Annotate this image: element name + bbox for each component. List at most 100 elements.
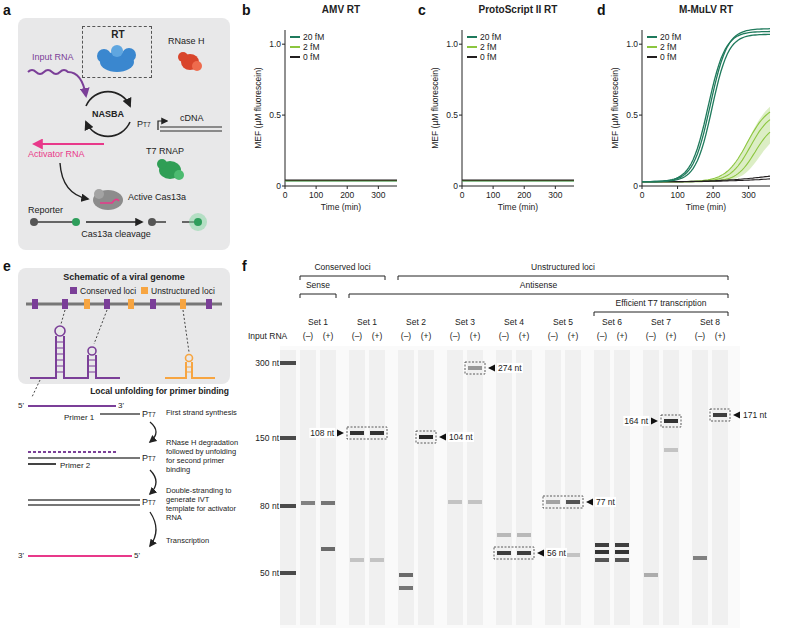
- panel-e-art: [28, 500, 140, 505]
- axis-tick: [282, 44, 285, 45]
- data-line: [285, 180, 397, 181]
- tick-label: 1.0: [269, 39, 281, 49]
- primer-label: Primer 1: [64, 413, 94, 423]
- lane-label: (–): [450, 331, 460, 341]
- gel-band: [419, 435, 433, 439]
- set-label: Set 8: [700, 317, 720, 327]
- axis-tick: [639, 44, 642, 45]
- axis-tick: [459, 44, 462, 45]
- set-label: Set 4: [504, 317, 524, 327]
- panel-e-art: [18, 268, 230, 384]
- axis-tick: [677, 186, 678, 189]
- gel-band: [370, 558, 384, 562]
- panel-e-art: [186, 355, 193, 362]
- axis-title: Time (min): [686, 202, 726, 212]
- axis-tick: [282, 115, 285, 116]
- primer-label: Primer 2: [60, 461, 90, 471]
- cas13a-enzyme: [93, 190, 123, 210]
- t7-rnap-enzyme: [157, 159, 184, 180]
- lane-label: (–): [646, 331, 656, 341]
- panel-letter: c: [418, 2, 426, 19]
- lane-label: (–): [401, 331, 411, 341]
- ladder-label: 150 nt: [255, 433, 279, 443]
- tick-label: 1.0: [446, 39, 458, 49]
- panel-a-art: [86, 92, 130, 106]
- band-size: 164 nt: [623, 416, 649, 426]
- gel-band: [468, 500, 482, 504]
- legend-label: 20 fM: [660, 32, 681, 42]
- ladder-band: [280, 571, 296, 575]
- lane-label: (–): [352, 331, 362, 341]
- gel-lane: [349, 350, 365, 625]
- panel-e-art: [55, 326, 65, 336]
- rt-enzyme: [122, 48, 136, 62]
- legend-swatch: [70, 287, 77, 294]
- lane-label: (+): [372, 331, 383, 341]
- axis-tick: [713, 186, 714, 189]
- group-header: Efficient T7 transcription: [616, 298, 707, 308]
- panel-e-art: [180, 299, 186, 309]
- legend-label: 2 fM: [480, 42, 497, 52]
- panel-e-art: [186, 367, 192, 372]
- gel-band: [713, 413, 727, 417]
- chart-axis: [285, 30, 397, 186]
- data-line: [642, 132, 770, 182]
- group-header: Sense: [306, 280, 330, 290]
- gel-band: [595, 558, 609, 562]
- gel-band: [615, 558, 629, 562]
- band-box: [543, 496, 583, 508]
- strand-end: 3': [118, 401, 124, 411]
- panel-a-art: [86, 122, 130, 136]
- panel-e-art: [150, 422, 156, 442]
- axis-tick: [462, 186, 463, 189]
- legend-swatch: [141, 287, 148, 294]
- panel-a-art: [30, 218, 38, 226]
- legend-label: Conserved loci: [80, 285, 136, 295]
- band-box: [494, 547, 534, 559]
- lane-label: (+): [470, 331, 481, 341]
- ladder-label: 300 nt: [255, 358, 279, 368]
- strand-end: 5': [134, 551, 140, 561]
- step-text: First strand synthesis: [166, 408, 240, 417]
- gel-band: [350, 431, 364, 435]
- gel-lane: [320, 350, 336, 625]
- panel-e-art: [28, 405, 116, 407]
- rnase-h-enzyme: [178, 52, 188, 62]
- axis-title: MEF (µM fluorescein): [253, 67, 263, 148]
- gel-lane: [418, 350, 434, 625]
- schematic-panel: Input RNARNase HNASBAPT7cDNAActivator RN…: [18, 18, 230, 250]
- group-bracket: [300, 294, 336, 298]
- panel-e-art: [61, 310, 189, 352]
- promoter-label: PT7: [137, 119, 151, 130]
- group-bracket: [594, 312, 728, 316]
- tick-label: 0: [640, 190, 645, 200]
- ladder-label: 50 nt: [260, 568, 279, 578]
- chart-title: AMV RT: [322, 4, 360, 16]
- band-pointer: [337, 430, 344, 437]
- tick-label: 0: [460, 190, 465, 200]
- genome-panel: Schematic of a viral genome: [18, 268, 230, 384]
- panel-e-art: [88, 347, 96, 355]
- gel-band: [468, 366, 482, 370]
- panel-e-art: [56, 342, 96, 372]
- tick-label: 100: [309, 190, 323, 200]
- enzyme-label: T7 RNAP: [146, 146, 184, 157]
- gel-band: [370, 431, 384, 435]
- data-line: [285, 180, 397, 181]
- cas13a-enzyme: [94, 189, 104, 199]
- promoter-label: PT7: [142, 409, 156, 420]
- gel-lane: [565, 350, 581, 625]
- band-size: 171 nt: [742, 410, 768, 420]
- strand-end: 5': [18, 401, 24, 411]
- panel-e-art: [32, 380, 40, 397]
- rna-label: Activator RNA: [28, 149, 85, 160]
- set-label: Set 2: [406, 317, 426, 327]
- axis-tick: [347, 186, 348, 189]
- panel-a-art: [86, 221, 142, 222]
- rt-enzyme: [97, 49, 111, 63]
- enzyme-label: RNase H: [168, 36, 205, 47]
- gel-band: [399, 586, 413, 590]
- panel-a-art: [34, 143, 104, 145]
- panel-e-art: [104, 299, 110, 309]
- set-label: Set 1: [308, 317, 328, 327]
